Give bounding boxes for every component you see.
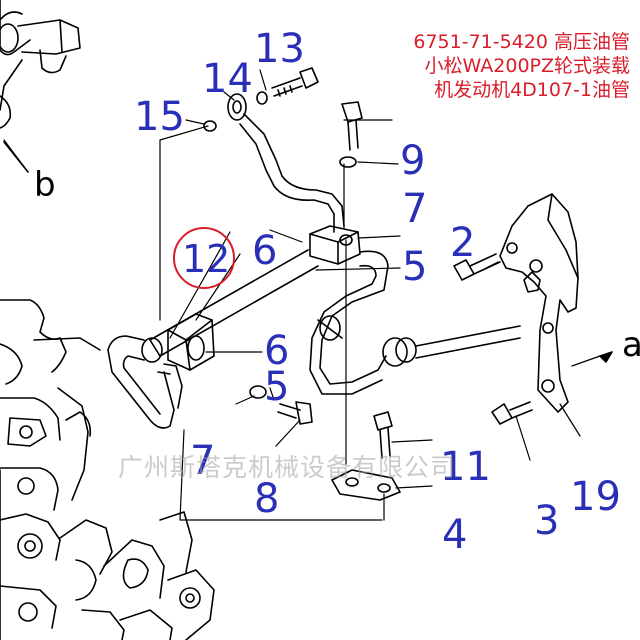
bolt-13 [271, 67, 319, 97]
washer-15 [203, 120, 217, 132]
callout-5-lower: 5 [264, 364, 289, 410]
watermark: 广州斯塔克机械设备有限公司 [118, 453, 457, 482]
engine-fragment-top [0, 0, 81, 173]
highlight-circle [173, 227, 235, 289]
washer-5-lower [249, 385, 267, 399]
callout-5-upper: 5 [402, 244, 427, 290]
s-pipe [309, 250, 521, 395]
callout-19: 19 [570, 474, 621, 520]
callout-7-upper: 7 [402, 186, 427, 232]
callout-7-lower: 7 [190, 438, 215, 484]
callout-6-lower: 6 [264, 328, 289, 374]
callout-9: 9 [400, 138, 425, 184]
bracket-right [499, 193, 579, 413]
arrow-a-icon [599, 351, 613, 363]
top-pipe [227, 93, 345, 233]
caption-line-3: 机发动机4D107-1油管 [434, 79, 630, 101]
ref-b: b [34, 165, 56, 205]
callouts: 13 14 15 9 7 2 5 6 12 6 5 7 8 11 4 3 19 [134, 26, 621, 558]
callout-13: 13 [254, 26, 305, 72]
bolt-5-lower [277, 401, 313, 425]
washer-9 [339, 156, 357, 168]
callout-11: 11 [440, 444, 491, 490]
bolt-9 [341, 101, 363, 151]
callout-12: 12 [182, 237, 230, 281]
ref-a: a [622, 325, 640, 365]
engine-block-lower-left [0, 299, 215, 640]
callout-6-upper: 6 [252, 228, 277, 274]
bolt-3 [491, 401, 533, 425]
leader-lines [3, 69, 601, 521]
caption-line-2: 小松WA200PZ轮式装载 [424, 55, 630, 77]
caption-line-1: 6751-71-5420 高压油管 [413, 31, 630, 53]
left-hose [107, 335, 183, 429]
plate-bottom [331, 469, 401, 501]
callout-8: 8 [254, 476, 279, 522]
clamp-upper [309, 225, 361, 265]
bolt-11 [373, 411, 393, 459]
callout-4: 4 [442, 512, 467, 558]
callout-2: 2 [450, 220, 475, 266]
callout-3: 3 [534, 498, 559, 544]
clamp-left [167, 313, 215, 371]
callout-15: 15 [134, 94, 185, 140]
caption: 6751-71-5420 高压油管 小松WA200PZ轮式装载 机发动机4D10… [413, 30, 630, 102]
callout-14: 14 [202, 56, 253, 102]
washer-14 [256, 91, 268, 105]
